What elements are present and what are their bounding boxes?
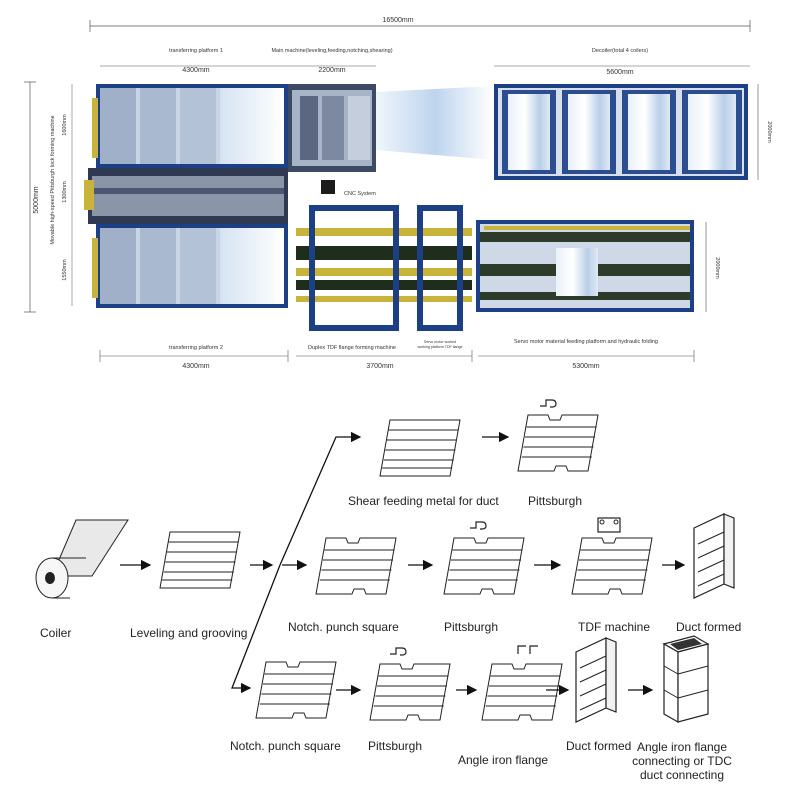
coil-2 [562,90,616,174]
row2-pittsburgh-label: Pittsburgh [444,620,498,634]
platform2-width: 4300mm [182,363,209,370]
h3-label: 1550mm [62,259,68,281]
row2-duct-icon [693,513,735,599]
decoiler-label: Decoiler(total 4 coilers) [592,48,648,54]
total-height-label: 5000mm [33,186,40,213]
material-beam [376,86,494,160]
tdf-profile-icon [597,517,621,533]
leveling-label: Leveling and grooving [130,626,247,640]
row3-lock-icon [389,647,407,656]
main-machine-width: 2200mm [318,67,345,74]
row2-tdf-sheet-icon [571,537,653,595]
decoiler-width: 5600mm [606,69,633,76]
small-label-1: Servo motor worked [424,340,456,344]
branch-arrow-down [231,564,281,694]
coil-3 [622,90,676,174]
platform1-width: 4300mm [182,67,209,74]
row3-connect-label-3: duct connecting [640,768,724,782]
plan-layout: 16500mm 5000mm transferring platform 1 4… [24,17,772,370]
row3-notch-label: Notch. punch square [230,739,341,753]
leveling-sheet-icon [159,531,241,589]
row2-duct-label: Duct formed [676,620,741,634]
row2-lock-icon [469,521,487,530]
cnc-label: CNC System [344,191,376,197]
angle-iron-icon [517,645,538,654]
h2-label: 1300mm [62,181,68,203]
row3-connect-label-1: Angle iron flange [637,740,727,754]
servo-label: Servo motor material feeding platform an… [514,339,658,345]
transfer-platform-2 [92,224,288,308]
row3-connect-label-2: connecting or TDC [632,754,732,768]
row2-pittsburgh-sheet-icon [443,537,525,595]
connected-duct-icon [662,635,710,724]
row3-notch-sheet-icon [255,661,337,719]
platform2-label: transferring platform 2 [169,345,223,351]
row3-angle-sheet-icon [481,663,563,721]
tdf-machine [296,205,472,331]
small-label-2: working platform TDF flange [417,345,462,349]
coil-4 [682,90,742,174]
servo-platform [476,220,694,312]
row2-notch-sheet-icon [315,537,397,595]
row3-duct-icon [575,637,617,723]
row1-pittsburgh-sheet-icon [517,414,599,472]
row3-pittsburgh-sheet-icon [369,663,451,721]
platform1-label: transferring platform 1 [169,48,223,54]
row2-tdf-label: TDF machine [578,620,650,634]
servo-height: 2000mm [714,257,720,279]
coiler-icon [35,519,129,599]
decoiler-height: 2000mm [766,121,772,143]
decoiler-block [494,84,748,180]
shear-sheet-icon [379,419,461,477]
servo-width: 5300mm [572,363,599,370]
h1-label: 1600mm [62,114,68,136]
main-machine-label: Main machine(leveling,feeding,notching,s… [271,48,392,54]
transfer-platform-1 [92,84,288,168]
branch-arrow-up [279,431,362,566]
side-machine-label: Movable high-speed Pittsburgh lock formi… [50,115,56,244]
row1-lock-icon [539,399,557,408]
row1-pittsburgh-label: Pittsburgh [528,494,582,508]
row1-shear-label: Shear feeding metal for duct [348,494,499,508]
tdf-width: 3700mm [366,363,393,370]
row3-angle-label: Angle iron flange [458,753,548,767]
row3-duct-label: Duct formed [566,739,631,753]
total-width-label: 16500mm [382,17,413,24]
row2-notch-label: Notch. punch square [288,620,399,634]
tdf-label: Duplex TDF flange forming machine [308,345,396,351]
main-machine [288,84,376,172]
coiler-label: Coiler [40,626,71,640]
row3-pittsburgh-label: Pittsburgh [368,739,422,753]
cnc-system-icon [321,180,335,194]
coil-1 [502,90,556,174]
pittsburgh-machine [84,168,288,224]
